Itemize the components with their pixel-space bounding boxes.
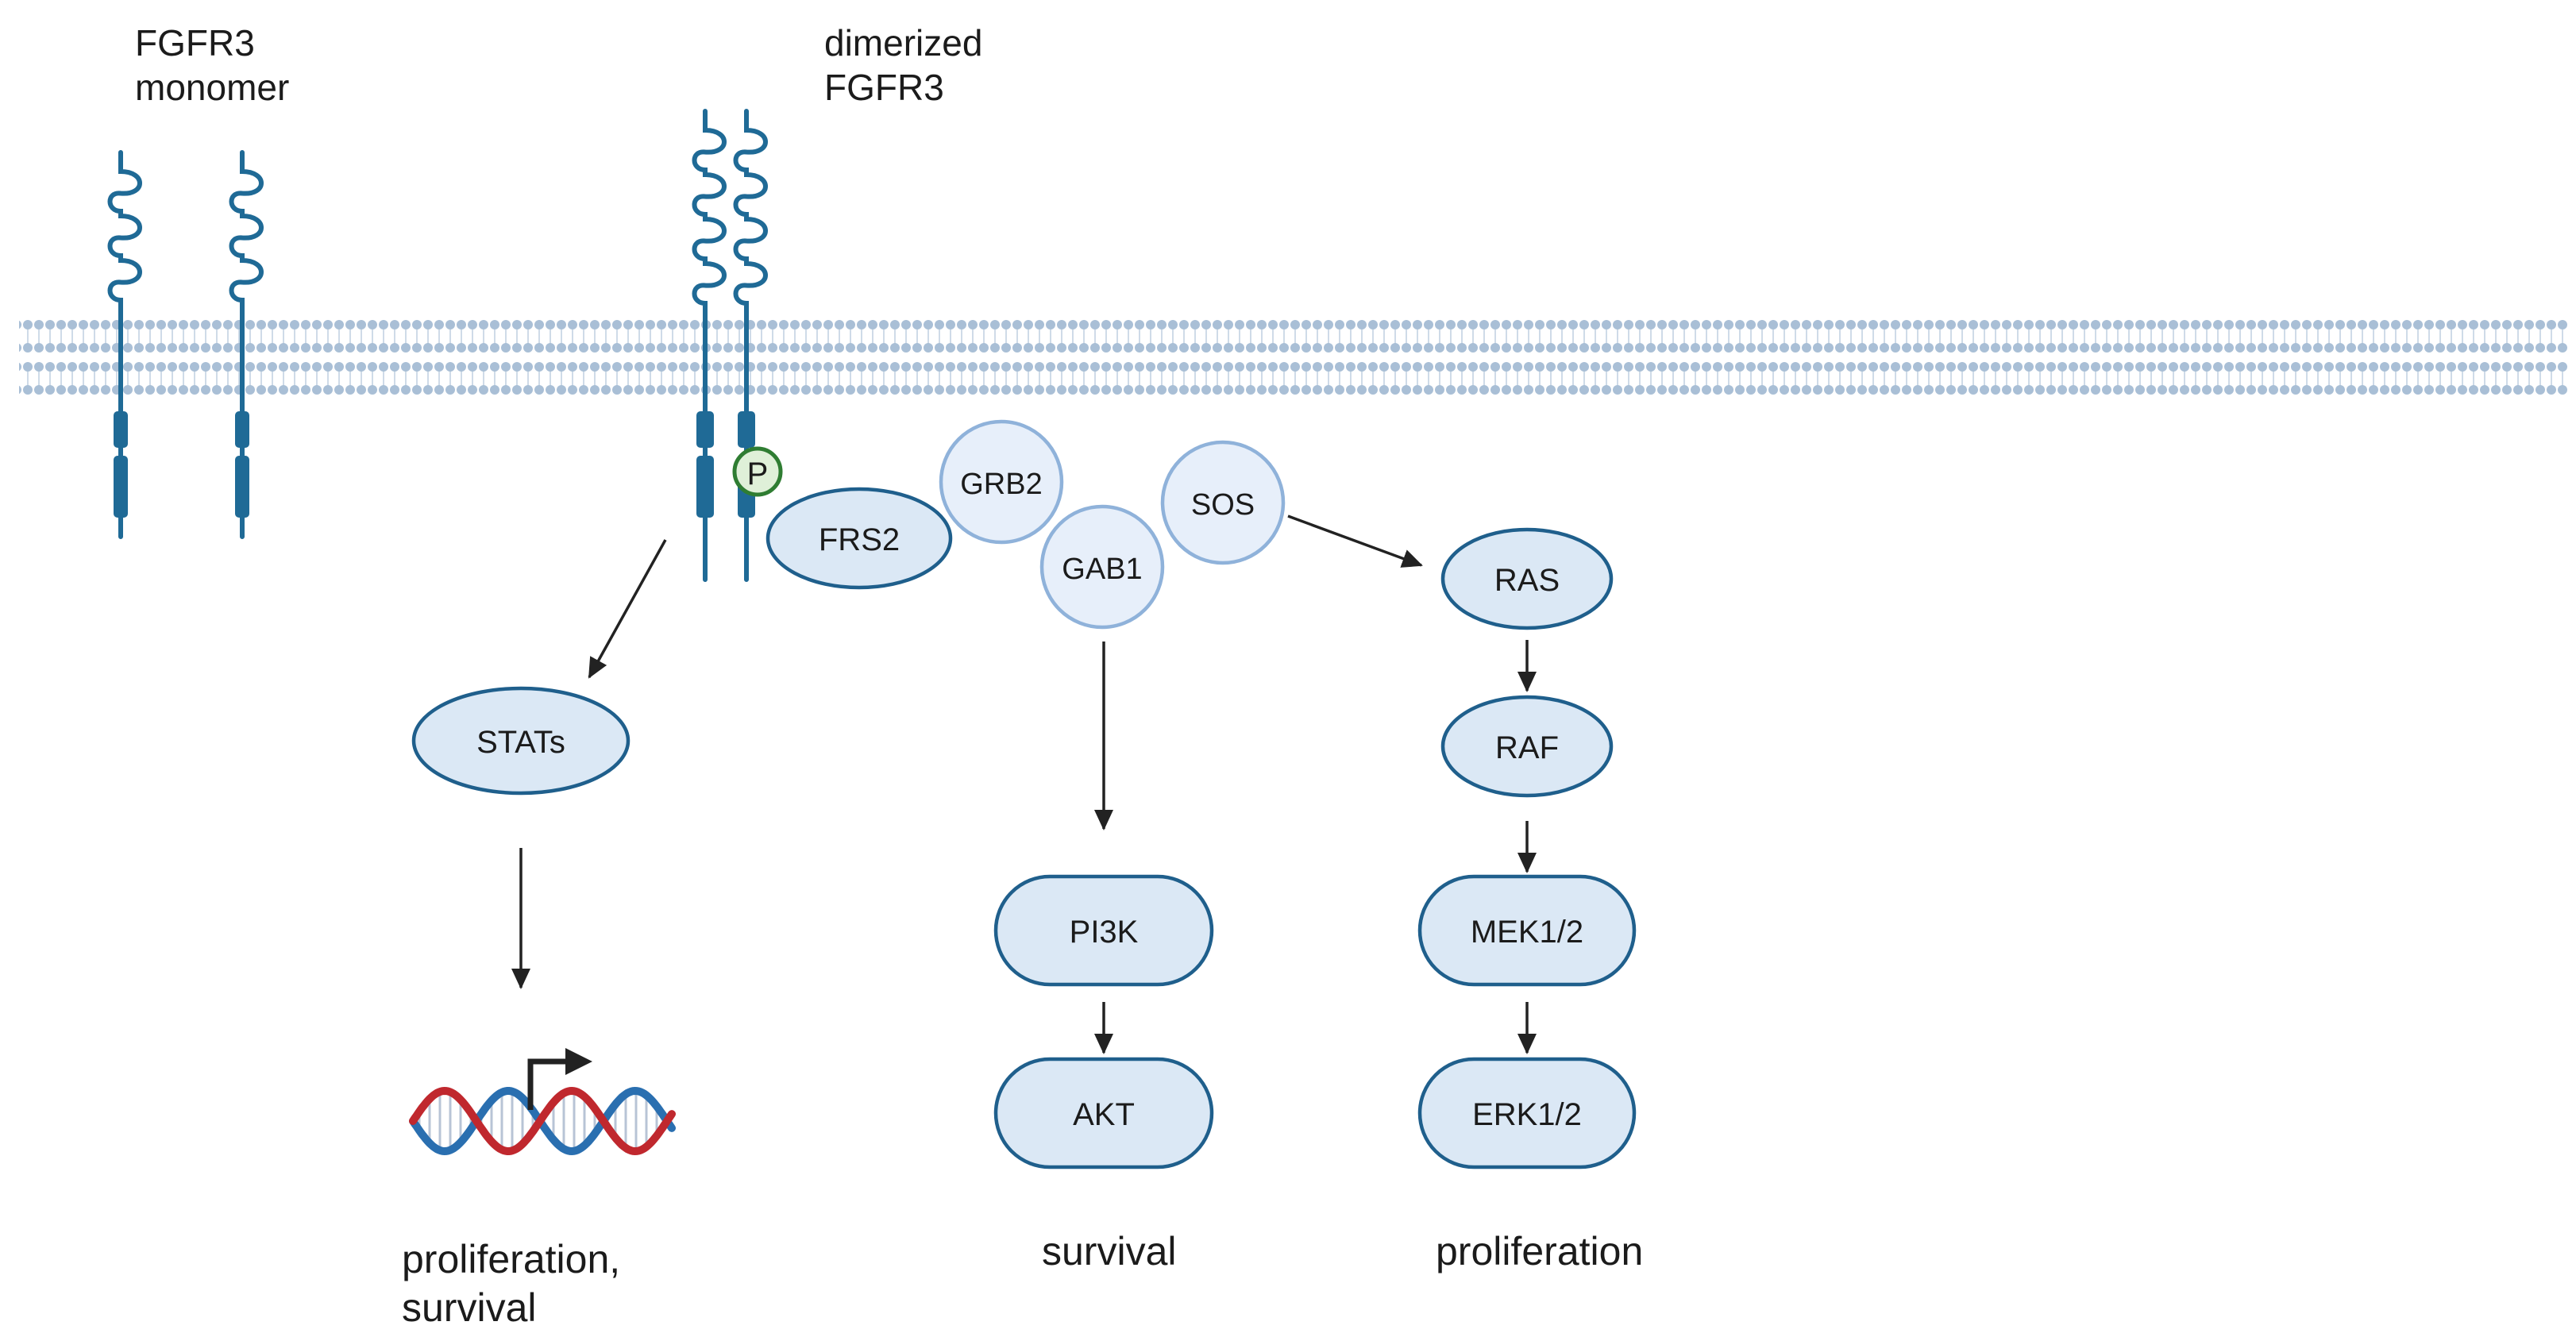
phosphorylation-marker: P <box>732 446 783 497</box>
fgfr3-monomer-receptor-right <box>229 150 264 539</box>
stats-node: STATs <box>411 686 631 796</box>
grb2-label: GRB2 <box>960 468 1042 501</box>
dna-transcription-icon <box>409 1048 676 1156</box>
gab1-node: GAB1 <box>1039 504 1165 630</box>
cell-membrane <box>19 319 2568 399</box>
frs2-node: FRS2 <box>765 487 953 590</box>
pi3k-label: PI3K <box>1070 915 1139 950</box>
transcription-start-arrow <box>527 1058 569 1110</box>
phospho-label: P <box>747 457 769 491</box>
stats-outcome-label: proliferation, survival <box>402 1237 621 1330</box>
akt-node: AKT <box>993 1057 1214 1169</box>
fgfr3-monomer-receptor-left <box>107 150 142 539</box>
pi3k-outcome-label: survival <box>1042 1229 1177 1273</box>
arrow-sos-to-ras <box>1287 514 1423 568</box>
erk-label: ERK1/2 <box>1472 1097 1582 1132</box>
sos-node: SOS <box>1160 440 1286 565</box>
pi3k-node: PI3K <box>993 874 1214 987</box>
frs2-label: FRS2 <box>819 522 900 557</box>
raf-node: RAF <box>1440 695 1614 798</box>
mek-node: MEK1/2 <box>1417 874 1637 987</box>
grb2-node: GRB2 <box>939 419 1064 545</box>
mek-label: MEK1/2 <box>1471 915 1583 950</box>
stats-label: STATs <box>476 725 565 760</box>
dimerized-fgfr3-label: dimerized FGFR3 <box>824 22 983 109</box>
fgfr3-dimer-receptor-left <box>692 109 727 582</box>
akt-label: AKT <box>1073 1097 1135 1132</box>
arrow-receptor-to-stats <box>588 539 667 679</box>
gab1-label: GAB1 <box>1062 553 1142 586</box>
mapk-outcome-label: proliferation <box>1436 1229 1644 1273</box>
fgfr3-monomer-label: FGFR3 monomer <box>135 22 290 109</box>
erk-node: ERK1/2 <box>1417 1057 1637 1169</box>
sos-label: SOS <box>1191 488 1255 522</box>
raf-label: RAF <box>1495 730 1559 765</box>
ras-node: RAS <box>1440 527 1614 630</box>
ras-label: RAS <box>1494 563 1560 598</box>
